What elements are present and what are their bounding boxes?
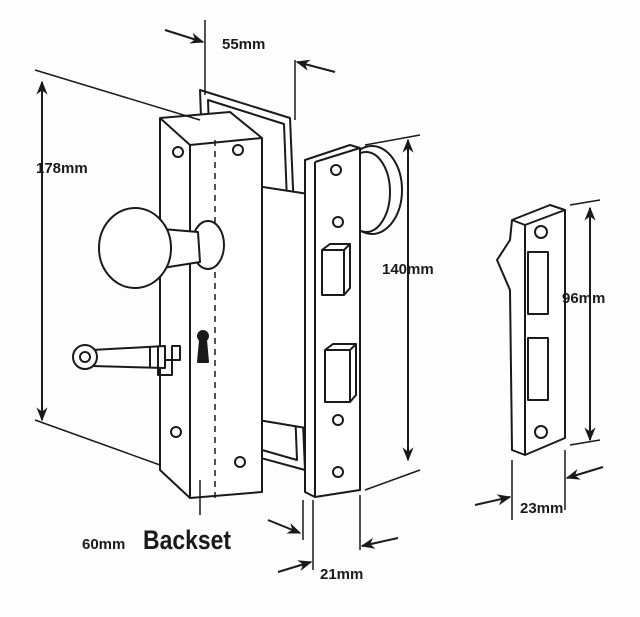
dimension-label-96: 96mm (562, 290, 606, 307)
backset-value-label: 60mm (82, 536, 126, 553)
faceplate (304, 144, 361, 498)
striker-plate (496, 204, 566, 456)
backset-label: Backset (143, 525, 232, 555)
dimension-label-178: 178mm (36, 160, 88, 177)
dimension-label-21: 21mm (320, 566, 364, 583)
dimension-lines (34, 20, 604, 573)
front-plate (159, 111, 263, 500)
keyhole-icon (197, 330, 209, 363)
front-knob (98, 207, 225, 289)
dimension-label-55: 55mm (222, 36, 266, 53)
key (72, 344, 181, 376)
dimension-label-140: 140mm (382, 261, 434, 278)
dimension-label-23: 23mm (520, 500, 564, 517)
